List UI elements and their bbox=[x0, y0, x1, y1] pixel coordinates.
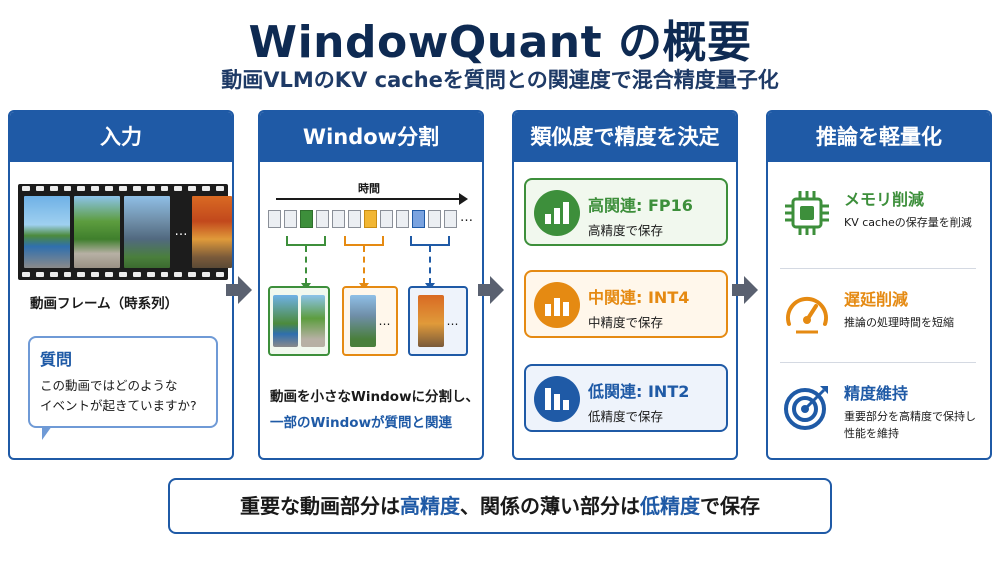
benefit-memory-label: メモリ削減 bbox=[844, 190, 925, 209]
bar-chart-icon bbox=[534, 282, 580, 328]
target-icon bbox=[784, 386, 828, 430]
benefit-accuracy-desc-1: 重要部分を高精度で保持し bbox=[844, 410, 976, 423]
token-cell bbox=[396, 210, 409, 228]
window-thumb bbox=[300, 295, 325, 347]
benefit-latency-label: 遅延削減 bbox=[844, 290, 909, 309]
precision-mid-desc: 中精度で保存 bbox=[588, 315, 664, 330]
film-holes-top bbox=[22, 186, 224, 192]
precision-low-label: 低関連: INT2 bbox=[588, 382, 690, 401]
video-frame-path bbox=[74, 196, 120, 268]
divider bbox=[780, 362, 976, 363]
window-desc-line-1: 動画を小さなWindowに分割し、 bbox=[270, 389, 480, 405]
window-description: 動画を小さなWindowに分割し、 一部のWindowが質問と関連 bbox=[270, 384, 480, 436]
token-cell bbox=[284, 210, 297, 228]
gauge-icon bbox=[786, 296, 828, 334]
token-cell bbox=[268, 210, 281, 228]
page-title: WindowQuant の概要 bbox=[248, 17, 752, 68]
benefit-accuracy-desc-2: 性能を維持 bbox=[844, 427, 899, 440]
video-frame-coast bbox=[24, 196, 70, 268]
summary-part-3: で保存 bbox=[700, 494, 760, 518]
time-arrow bbox=[276, 193, 468, 205]
token-cells bbox=[268, 210, 457, 228]
summary-highlight-high: 高精度 bbox=[400, 494, 460, 518]
question-bubble: 質問 この動画ではどのような イベントが起きていますか? bbox=[28, 336, 218, 440]
benefit-accuracy: 精度維持 重要部分を高精度で保持し 性能を維持 bbox=[776, 366, 982, 456]
token-cell-high bbox=[300, 210, 313, 228]
panel-input-header: 入力 bbox=[10, 112, 232, 162]
precision-high-label: 高関連: FP16 bbox=[588, 196, 693, 215]
question-line-2: イベントが起きていますか? bbox=[40, 398, 197, 413]
benefit-accuracy-desc: 重要部分を高精度で保持し 性能を維持 bbox=[844, 408, 976, 442]
flow-arrow-2 bbox=[478, 276, 504, 304]
token-cell bbox=[444, 210, 457, 228]
precision-low: 低関連: INT2 低精度で保存 bbox=[524, 364, 728, 432]
window-box-high bbox=[268, 286, 330, 356]
benefit-latency: 遅延削減 推論の処理時間を短縮 bbox=[776, 272, 982, 362]
cells-ellipsis: … bbox=[460, 210, 473, 225]
window-thumb bbox=[417, 295, 444, 347]
window-thumb bbox=[349, 295, 376, 347]
window-arrow-low bbox=[425, 246, 435, 290]
panel-window: Window分割 時間 … … … 動画を小さなWindowに分割し、 一部のW… bbox=[258, 110, 484, 460]
precision-low-desc: 低精度で保存 bbox=[588, 409, 664, 424]
video-frame-city bbox=[124, 196, 170, 268]
benefit-memory-desc: KV cacheの保存量を削減 bbox=[844, 216, 972, 229]
flow-arrow-3 bbox=[732, 276, 758, 304]
token-cell bbox=[380, 210, 393, 228]
film-holes-bottom bbox=[22, 272, 224, 278]
summary-part-1: 重要な動画部分は bbox=[240, 494, 400, 518]
token-cell bbox=[316, 210, 329, 228]
summary-banner: 重要な動画部分は高精度、関係の薄い部分は低精度で保存 bbox=[168, 478, 832, 534]
chart-up-icon bbox=[534, 190, 580, 236]
token-cell-mid bbox=[364, 210, 377, 228]
summary-highlight-low: 低精度 bbox=[640, 494, 700, 518]
chart-down-icon bbox=[534, 376, 580, 422]
video-frame-autumn bbox=[192, 196, 232, 268]
question-line-1: この動画ではどのような bbox=[40, 378, 178, 393]
chip-icon bbox=[785, 191, 829, 235]
panel-precision: 類似度で精度を決定 高関連: FP16 高精度で保存 中関連: INT4 中精度… bbox=[512, 110, 738, 460]
summary-part-2: 、関係の薄い部分は bbox=[460, 494, 640, 518]
flow-arrow-1 bbox=[226, 276, 252, 304]
benefit-accuracy-label: 精度維持 bbox=[844, 384, 909, 403]
window-brace-mid bbox=[344, 236, 384, 246]
benefit-latency-desc: 推論の処理時間を短縮 bbox=[844, 316, 954, 329]
precision-mid: 中関連: INT4 中精度で保存 bbox=[524, 270, 728, 338]
window-box-mid: … bbox=[342, 286, 398, 356]
benefit-memory: メモリ削減 KV cacheの保存量を削減 bbox=[776, 172, 982, 262]
panel-input: 入力 … 動画フレーム（時系列） 質問 この動画ではどのような イベントが起きて… bbox=[8, 110, 234, 460]
window-arrow-high bbox=[301, 246, 311, 290]
frames-caption: 動画フレーム（時系列） bbox=[30, 296, 179, 312]
video-filmstrip: … bbox=[18, 184, 232, 280]
window-thumb bbox=[273, 295, 298, 347]
panel-benefit-header: 推論を軽量化 bbox=[768, 112, 990, 162]
frame-row: … bbox=[24, 196, 232, 268]
time-label: 時間 bbox=[358, 182, 380, 195]
question-title: 質問 bbox=[40, 350, 73, 369]
panel-precision-header: 類似度で精度を決定 bbox=[514, 112, 736, 162]
window-brace-low bbox=[410, 236, 450, 246]
window-arrow-mid bbox=[359, 246, 369, 290]
token-cell-low bbox=[412, 210, 425, 228]
panel-benefit: 推論を軽量化 メモリ削減 KV cacheの保存量を削減 遅延削減 推論の処理時… bbox=[766, 110, 992, 460]
precision-high: 高関連: FP16 高精度で保存 bbox=[524, 178, 728, 246]
window-ellipsis: … bbox=[446, 314, 459, 328]
precision-high-desc: 高精度で保存 bbox=[588, 223, 664, 238]
divider bbox=[780, 268, 976, 269]
precision-mid-label: 中関連: INT4 bbox=[588, 288, 690, 307]
page-subtitle: 動画VLMのKV cacheを質問との関連度で混合精度量子化 bbox=[221, 68, 779, 92]
token-cell bbox=[332, 210, 345, 228]
window-desc-line-2: 一部のWindowが質問と関連 bbox=[270, 415, 453, 431]
frames-ellipsis: … bbox=[174, 224, 188, 239]
token-cell bbox=[348, 210, 361, 228]
window-ellipsis: … bbox=[378, 314, 391, 328]
token-cell bbox=[428, 210, 441, 228]
window-box-low: … bbox=[408, 286, 468, 356]
panel-window-header: Window分割 bbox=[260, 112, 482, 162]
window-brace-high bbox=[286, 236, 326, 246]
